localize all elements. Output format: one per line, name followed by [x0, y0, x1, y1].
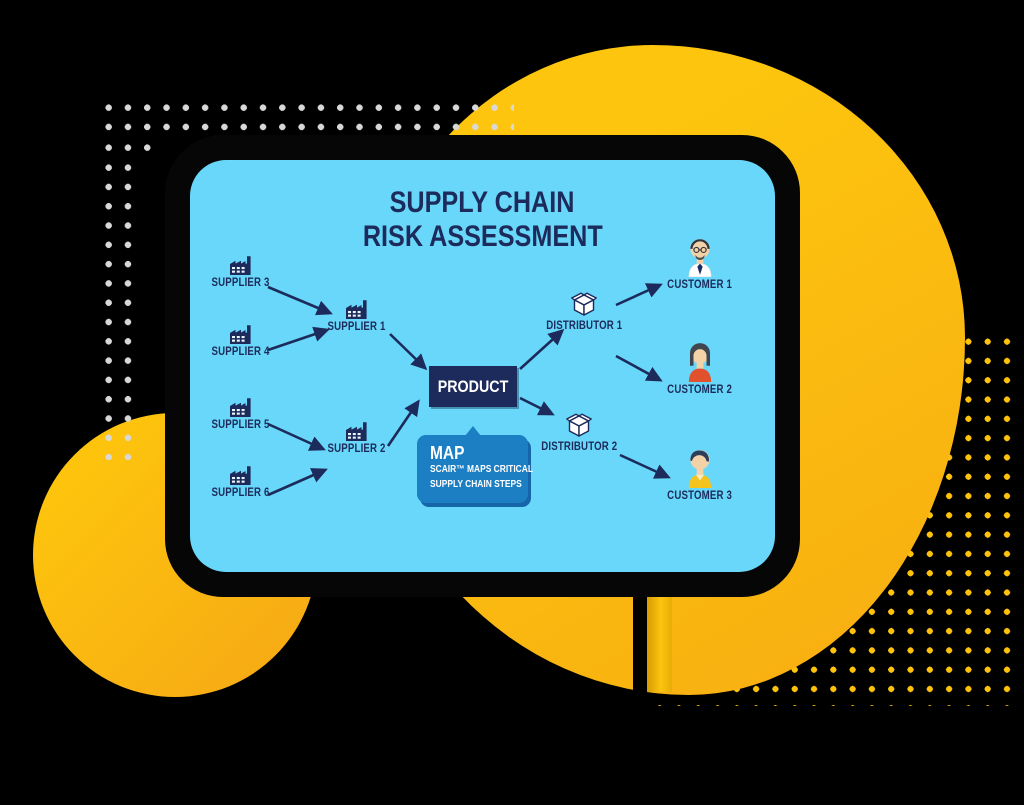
node-label: CUSTOMER 2 — [667, 384, 733, 396]
tablet-frame: SUPPLY CHAIN RISK ASSESSMENT — [165, 135, 800, 597]
factory-icon — [230, 256, 251, 275]
node-supplier-5: SUPPLIER 5 — [196, 397, 286, 431]
white-dot-band-left — [99, 158, 140, 460]
white-dot-band-corner — [99, 138, 159, 158]
arrow-distributor1-customer2 — [615, 354, 663, 382]
map-line-2: SUPPLY CHAIN STEPS — [430, 478, 522, 490]
node-label: SUPPLIER 5 — [211, 419, 271, 431]
customer-2-avatar-icon — [688, 343, 712, 382]
map-line-1: SCAIR™ MAPS CRITICAL — [430, 464, 533, 475]
title-line-2: RISK ASSESSMENT — [362, 220, 603, 253]
factory-icon — [230, 466, 251, 485]
arrow-product-distributor2 — [519, 396, 555, 416]
node-supplier-3: SUPPLIER 3 — [196, 255, 286, 289]
node-label: SUPPLIER 6 — [211, 487, 271, 499]
package-icon — [566, 413, 592, 437]
node-supplier-2: SUPPLIER 2 — [312, 421, 402, 455]
node-distributor-2: DISTRIBUTOR 2 — [534, 413, 624, 453]
factory-icon — [230, 325, 251, 344]
node-supplier-1: SUPPLIER 1 — [312, 299, 402, 333]
node-supplier-6: SUPPLIER 6 — [196, 465, 286, 499]
node-customer-2: CUSTOMER 2 — [655, 339, 745, 396]
arrow-product-distributor1 — [519, 328, 565, 370]
callout-pointer — [465, 426, 481, 436]
map-callout: MAP SCAIR™ MAPS CRITICAL SUPPLY CHAIN ST… — [417, 426, 533, 503]
product-label: PRODUCT — [437, 376, 509, 396]
node-label: DISTRIBUTOR 2 — [540, 441, 618, 453]
arrow-supplier1-product — [389, 333, 428, 371]
node-label: SUPPLIER 4 — [211, 346, 271, 358]
product-box: PRODUCT — [429, 366, 517, 407]
node-label: SUPPLIER 3 — [211, 277, 271, 289]
factory-icon — [230, 398, 251, 417]
factory-icon — [346, 422, 367, 441]
package-icon — [571, 292, 597, 316]
title-line-1: SUPPLY CHAIN — [390, 186, 575, 219]
node-label: DISTRIBUTOR 1 — [545, 320, 623, 332]
customer-1-avatar-icon — [688, 239, 712, 277]
node-supplier-4: SUPPLIER 4 — [196, 324, 286, 358]
white-dot-band-top — [99, 98, 514, 138]
map-heading: MAP — [430, 443, 465, 463]
node-label: SUPPLIER 1 — [327, 321, 387, 333]
customer-3-avatar-icon — [688, 450, 712, 488]
node-customer-1: CUSTOMER 1 — [655, 234, 745, 291]
node-label: SUPPLIER 2 — [327, 443, 387, 455]
node-label: CUSTOMER 3 — [667, 490, 733, 502]
diagram-title: SUPPLY CHAIN RISK ASSESSMENT — [190, 186, 775, 254]
node-label: CUSTOMER 1 — [667, 279, 733, 291]
stand-gap — [633, 588, 647, 696]
node-customer-3: CUSTOMER 3 — [655, 445, 745, 502]
tablet-screen: SUPPLY CHAIN RISK ASSESSMENT — [190, 160, 775, 572]
node-distributor-1: DISTRIBUTOR 1 — [539, 292, 629, 332]
factory-icon — [346, 300, 367, 319]
